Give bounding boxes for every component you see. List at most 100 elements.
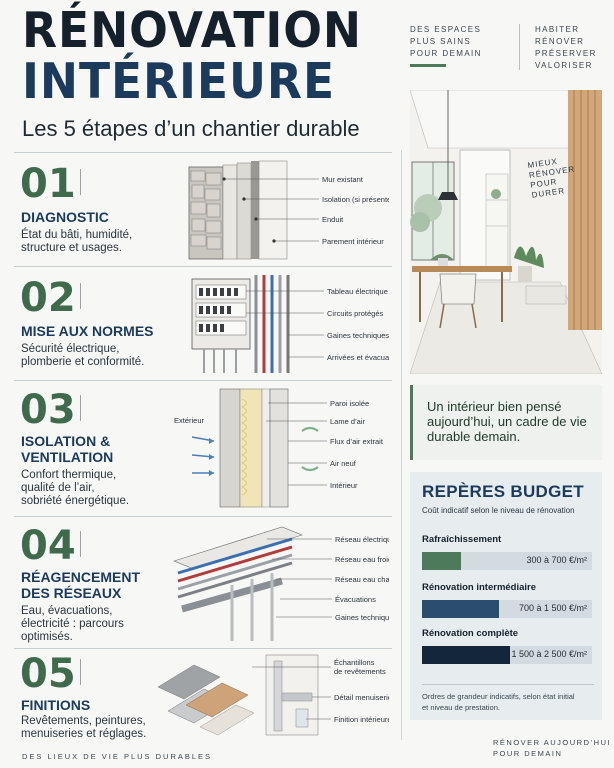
electrical-panel-illustration: Tableau électrique Circuits protégés Gai…	[191, 275, 389, 373]
illus-label: Mur existant	[322, 175, 364, 184]
illus-label: Réseau électrique	[335, 535, 389, 544]
footer-right: RÉNOVER AUJOURD’HUI POUR DEMAIN	[493, 737, 611, 759]
step-desc-line: Confort thermique,	[21, 469, 117, 481]
wall-section-illustration: Mur existant Isolation (si présente) End…	[188, 160, 389, 260]
tagline-right-line: VALORISER	[535, 61, 593, 70]
quote-line: Un intérieur bien pensé	[427, 399, 562, 414]
footer-right-line: POUR DEMAIN	[493, 749, 563, 758]
step-name-line: MISE AUX NORMES	[21, 323, 154, 339]
step-description: Confort thermique, qualité de l’air, sob…	[21, 469, 129, 508]
step-desc-line: Revêtements, peintures,	[21, 715, 146, 727]
step-name: ISOLATION & VENTILATION	[21, 433, 113, 465]
budget-item-label: Rafraîchissement	[422, 534, 502, 545]
illus-label: Air neuf	[330, 459, 357, 468]
step-desc-line: électricité : parcours	[21, 618, 124, 630]
budget-note: Ordres de grandeur indicatifs, selon éta…	[422, 684, 594, 713]
budget-item-value: 700 à 1 500 €/m²	[518, 603, 587, 613]
illus-label: Parement intérieur	[322, 237, 384, 246]
room-sign-line: MIEUX	[527, 157, 558, 170]
illus-label: Flux d’air extrait	[330, 437, 384, 446]
step-03: 03 ISOLATION & VENTILATION Confort therm…	[14, 380, 392, 516]
step-number: 01	[20, 161, 76, 207]
budget-item-value: 1 500 à 2 500 €/m²	[511, 649, 587, 659]
illus-label: Isolation (si présente)	[322, 195, 389, 204]
step-number: 03	[20, 387, 76, 433]
networks-illustration: Réseau électrique Réseau eau froide Rése…	[173, 526, 389, 641]
step-number-divider	[80, 531, 81, 557]
budget-bar: 700 à 1 500 €/m²	[422, 600, 592, 618]
column-divider	[401, 150, 402, 740]
illus-label: Intérieur	[330, 481, 358, 490]
budget-item-label: Rénovation intermédiaire	[422, 582, 537, 593]
budget-item-value: 300 à 700 €/m²	[526, 555, 587, 565]
step-number: 04	[20, 523, 76, 569]
room-drawing: MIEUX RÉNOVER POUR DURER	[410, 90, 602, 374]
budget-bar-fill	[422, 552, 462, 570]
room-illustration: MIEUX RÉNOVER POUR DURER	[410, 90, 602, 374]
illus-label: Lame d’air	[330, 417, 366, 426]
step-number-divider	[80, 659, 81, 685]
illus-label: Enduit	[322, 215, 344, 224]
step-description: Sécurité électrique, plomberie et confor…	[21, 343, 144, 369]
tagline-left-line: POUR DEMAIN	[410, 49, 482, 58]
tagline-left-line: PLUS SAINS	[410, 37, 472, 46]
step-name-line: FINITIONS	[21, 697, 91, 713]
room-sign-line: POUR	[530, 177, 558, 190]
step-desc-line: sobriété énergétique.	[21, 495, 130, 507]
budget-item-label: Rénovation complète	[422, 628, 519, 639]
tagline-accent-line	[410, 64, 446, 67]
step-name-line: DIAGNOSTIC	[21, 209, 109, 225]
insulation-ventilation-illustration: Extérieur Paroi isolée Lame d’air Flux d…	[174, 388, 384, 508]
illus-label: Réseau eau chaude	[335, 575, 389, 584]
step-number-divider	[80, 169, 81, 195]
step-name-line: VENTILATION	[21, 449, 114, 465]
step-number-divider	[80, 283, 81, 309]
budget-bar-fill	[422, 600, 499, 618]
step-description: État du bâti, humidité, structure et usa…	[21, 229, 132, 255]
illus-label: Finition intérieure	[334, 715, 389, 724]
step-name-line: DES RÉSEAUX	[21, 585, 122, 601]
step-name: RÉAGENCEMENT DES RÉSEAUX	[21, 569, 140, 601]
tagline-left: DES ESPACES PLUS SAINS POUR DEMAIN	[410, 24, 482, 60]
step-desc-line: Sécurité électrique,	[21, 343, 120, 355]
budget-item: Rafraîchissement 300 à 700 €/m²	[422, 534, 592, 570]
finishes-illustration: Échantillons de revêtements Détail menui…	[157, 654, 389, 736]
illus-label: Gaines techniques	[327, 331, 389, 340]
step-name: FINITIONS	[21, 697, 90, 713]
illus-label-exterior: Extérieur	[174, 416, 205, 425]
step-name: MISE AUX NORMES	[21, 323, 154, 339]
budget-bar: 300 à 700 €/m²	[422, 552, 592, 570]
footer-right-line: RÉNOVER AUJOURD’HUI	[493, 738, 612, 747]
tagline-right-line: RÉNOVER	[535, 37, 585, 46]
header-divider	[519, 24, 520, 70]
illus-label: Réseau eau froide	[335, 555, 389, 564]
step-desc-line: qualité de l’air,	[21, 482, 95, 494]
budget-subtitle: Coût indicatif selon le niveau de rénova…	[422, 506, 575, 515]
step-number: 05	[20, 651, 76, 697]
illus-label: Circuits protégés	[327, 309, 384, 318]
step-number: 02	[20, 275, 76, 321]
step-desc-line: État du bâti, humidité,	[21, 229, 133, 241]
step-05: 05 FINITIONS Revêtements, peintures, men…	[14, 648, 392, 740]
budget-bar: 1 500 à 2 500 €/m²	[422, 646, 592, 664]
step-name-line: ISOLATION &	[21, 433, 111, 449]
illus-label: Arrivées et évacuations	[327, 353, 389, 362]
illus-label: Paroi isolée	[330, 399, 369, 408]
quote-box: Un intérieur bien pensé aujourd’hui, un …	[410, 385, 602, 460]
tagline-left-line: DES ESPACES	[410, 25, 482, 34]
illus-label: Tableau électrique	[327, 287, 388, 296]
step-description: Eau, évacuations, électricité : parcours…	[21, 605, 124, 644]
footer-left: DES LIEUX DE VIE PLUS DURABLES	[22, 752, 213, 761]
budget-note-line: Ordres de grandeur indicatifs, selon éta…	[422, 692, 575, 701]
title-line-1: RÉNOVATION	[22, 2, 363, 59]
step-name-line: RÉAGENCEMENT	[21, 569, 141, 585]
illus-label: Gaines techniques	[335, 613, 389, 622]
budget-panel: REPÈRES BUDGET Coût indicatif selon le n…	[410, 472, 602, 720]
illus-label: Détail menuiserie	[334, 693, 389, 702]
quote-line: durable demain.	[427, 429, 521, 444]
step-04: 04 RÉAGENCEMENT DES RÉSEAUX Eau, évacuat…	[14, 516, 392, 648]
tagline-right-line: PRÉSERVER	[535, 49, 597, 58]
step-number-divider	[80, 395, 81, 421]
budget-note-line: et niveau de prestation.	[422, 703, 500, 712]
budget-title: REPÈRES BUDGET	[422, 482, 584, 501]
